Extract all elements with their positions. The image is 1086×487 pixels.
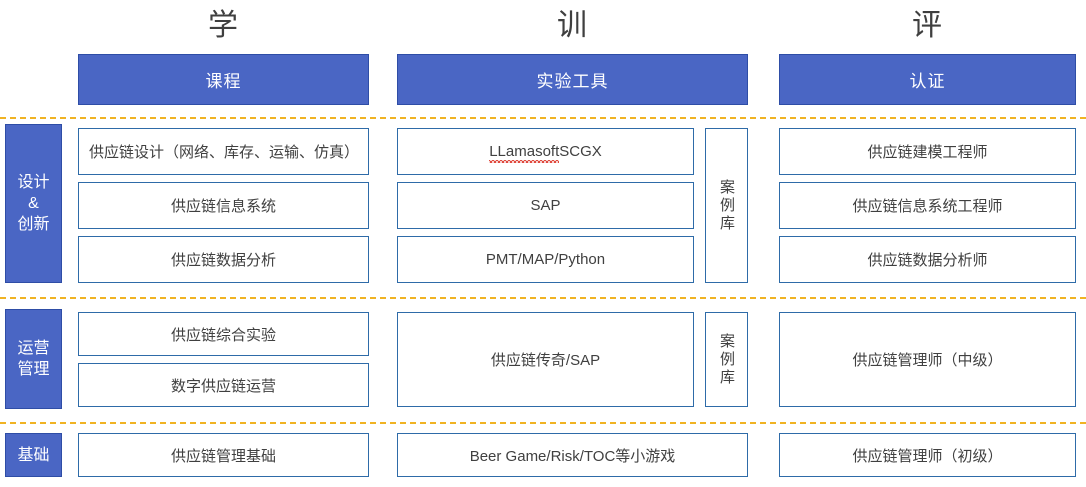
card-course-supply-chain-data-analysis[interactable]: 供应链数据分析 xyxy=(78,236,369,283)
row-chip-design-innovation-label: 设计 & 创新 xyxy=(17,174,50,233)
card-cert-supply-chain-manager-intermediate[interactable]: 供应链管理师（中级） xyxy=(779,312,1076,407)
card-tool-beer-game-risk-toc[interactable]: Beer Game/Risk/TOC等小游戏 xyxy=(397,433,748,477)
row-chip-fundamentals[interactable]: 基础 xyxy=(5,433,62,477)
column-caption-assess: 评 xyxy=(912,9,943,42)
separator-top xyxy=(0,117,1086,119)
separator-bottom xyxy=(0,422,1086,424)
card-tool-supply-chain-legend-sap[interactable]: 供应链传奇/SAP xyxy=(397,312,694,407)
card-course-supply-chain-management-basics[interactable]: 供应链管理基础 xyxy=(78,433,369,477)
card-course-supply-chain-design[interactable]: 供应链设计（网络、库存、运输、仿真） xyxy=(78,128,369,175)
card-case-library-design[interactable]: 案例库 xyxy=(705,128,748,283)
card-cert-supply-chain-manager-junior[interactable]: 供应链管理师（初级） xyxy=(779,433,1076,477)
header-band-lab-tools[interactable]: 实验工具 xyxy=(397,54,748,105)
card-course-supply-chain-info-system[interactable]: 供应链信息系统 xyxy=(78,182,369,229)
spellcheck-flagged-word: LLamasoft xyxy=(489,143,560,163)
card-tool-pmt-map-python[interactable]: PMT/MAP/Python xyxy=(397,236,694,283)
row-chip-fundamentals-label: 基础 xyxy=(17,446,50,464)
row-chip-operations-management[interactable]: 运营 管理 xyxy=(5,309,62,409)
card-case-library-operations[interactable]: 案例库 xyxy=(705,312,748,407)
card-tool-llamasoft-scgx[interactable]: LLamasoft SCGX xyxy=(397,128,694,175)
card-course-supply-chain-comprehensive-lab[interactable]: 供应链综合实验 xyxy=(78,312,369,356)
card-cert-supply-chain-data-analyst[interactable]: 供应链数据分析师 xyxy=(779,236,1076,283)
card-tool-sap[interactable]: SAP xyxy=(397,182,694,229)
header-band-certification[interactable]: 认证 xyxy=(779,54,1076,105)
header-band-courses[interactable]: 课程 xyxy=(78,54,369,105)
card-cert-supply-chain-info-system-engineer[interactable]: 供应链信息系统工程师 xyxy=(779,182,1076,229)
column-caption-train: 训 xyxy=(557,9,588,42)
row-chip-design-innovation[interactable]: 设计 & 创新 xyxy=(5,124,62,283)
card-cert-supply-chain-modeling-engineer[interactable]: 供应链建模工程师 xyxy=(779,128,1076,175)
card-tool-llamasoft-scgx-suffix: SCGX xyxy=(559,143,602,160)
card-course-digital-supply-chain-operations[interactable]: 数字供应链运营 xyxy=(78,363,369,407)
separator-middle xyxy=(0,297,1086,299)
row-chip-operations-management-label: 运营 管理 xyxy=(17,340,50,378)
column-caption-learn: 学 xyxy=(208,9,239,42)
